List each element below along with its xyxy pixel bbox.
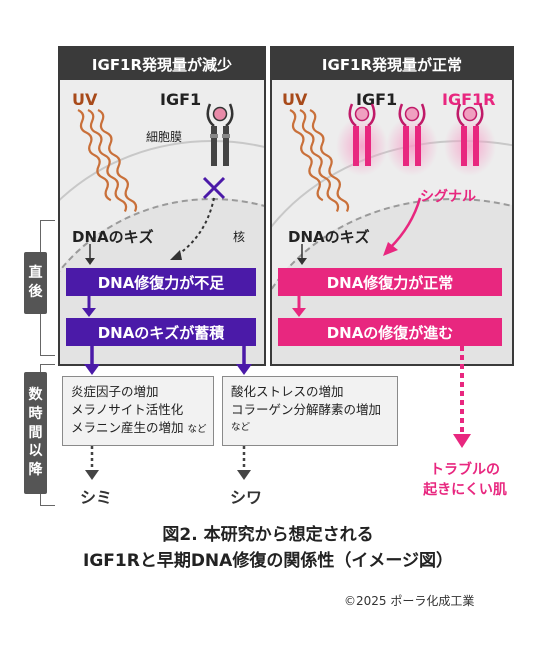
effect-etc: など (231, 422, 251, 433)
effect-line: 炎症因子の増加 (71, 384, 159, 399)
arrow-to-healthy-skin (453, 346, 471, 448)
blocked-x-icon (202, 176, 226, 200)
left-arrow-small (85, 244, 95, 265)
left-panel-title: IGF1R発現量が減少 (60, 48, 264, 80)
signal-label: シグナル (420, 189, 476, 205)
arrow-to-shimi (85, 446, 99, 480)
arrow-to-shiwa (237, 446, 251, 480)
left-uv-rays (77, 109, 138, 212)
right-arrow-small (297, 244, 307, 265)
left-dna-damage-label: DNAのキズ (72, 228, 154, 246)
arrow-to-left-effects (84, 346, 100, 375)
signal-arrow (383, 197, 422, 256)
effect-line: メラニン産生の増加 など (71, 420, 207, 435)
right-panel-title: IGF1R発現量が正常 (272, 48, 512, 80)
effect-line: 酸化ストレスの増加 (231, 384, 344, 399)
left-bar-damage-accumulates: DNAのキズが蓄積 (66, 318, 256, 346)
right-uv-label: UV (282, 90, 308, 109)
result-shimi: シミ (80, 488, 113, 507)
left-igf1-label: IGF1 (160, 90, 202, 109)
right-bar-repair-progress: DNAの修復が進む (278, 318, 502, 346)
effects-box-right: 酸化ストレスの増加 コラーゲン分解酵素の増加 など (222, 376, 398, 446)
left-receptor-icon (206, 103, 234, 166)
figure-caption-line2: IGF1Rと早期DNA修復の関係性（イメージ図） (83, 551, 453, 571)
side-label-immediate: 直 後 (24, 252, 47, 314)
figure-caption-line1: 図2. 本研究から想定される (162, 525, 374, 545)
result-shiwa: シワ (230, 488, 263, 507)
right-arrow-bar (292, 296, 306, 317)
right-dna-damage-label: DNAのキズ (288, 228, 370, 246)
side-label-hours-later: 数 時 間 以 降 (24, 372, 47, 494)
effect-line: メラノサイト活性化 (71, 402, 184, 417)
left-uv-label: UV (72, 90, 98, 109)
left-arrow-bar (82, 296, 96, 317)
right-igf1r-label: IGF1R (442, 90, 496, 109)
right-igf1-label: IGF1 (356, 90, 398, 109)
copyright: ©2025 ポーラ化成工業 (344, 594, 475, 608)
right-bar-repair-normal: DNA修復力が正常 (278, 268, 502, 296)
left-bar-repair-insufficient: DNA修復力が不足 (66, 268, 256, 296)
left-dotted-arrow (170, 197, 215, 260)
left-membrane-label: 細胞膜 (146, 130, 183, 144)
effect-line: コラーゲン分解酵素の増加 (231, 402, 382, 417)
right-uv-rays (289, 109, 350, 212)
right-receptors-icon (336, 103, 496, 176)
left-nucleus-label: 核 (233, 230, 246, 244)
effects-box-left: 炎症因子の増加 メラノサイト活性化 メラニン産生の増加 など (62, 376, 214, 446)
arrow-to-right-effects (236, 346, 252, 375)
healthy-skin-outcome: トラブルの 起きにくい肌 (423, 462, 507, 498)
